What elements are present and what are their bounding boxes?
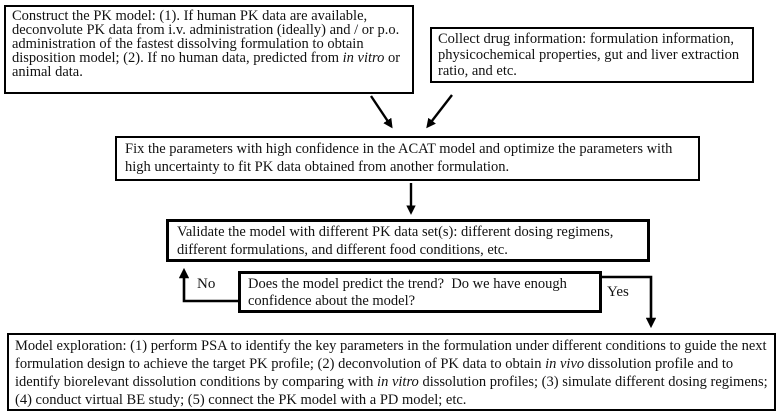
arrow-collect-to-fix [426, 94, 453, 129]
no-label: No [197, 276, 216, 293]
validate-model-box: Validate the model with different PK dat… [166, 219, 650, 262]
construct-pk-model-text: Construct the PK model: (1). If human PK… [12, 8, 404, 80]
validate-model-text: Validate the model with different PK dat… [177, 224, 617, 258]
yes-label: Yes [607, 284, 629, 301]
model-exploration-text: Model exploration: (1) perform PSA to id… [15, 338, 772, 408]
decision-box: Does the model predict the trend? Do we … [238, 271, 602, 313]
decision-text: Does the model predict the trend? Do we … [248, 276, 571, 309]
arrow-construct-to-fix [370, 95, 393, 129]
fix-parameters-box: Fix the parameters with high confidence … [115, 136, 700, 181]
model-exploration-box: Model exploration: (1) perform PSA to id… [7, 333, 776, 411]
collect-drug-info-box: Collect drug information: formulation in… [430, 27, 754, 83]
fix-parameters-text: Fix the parameters with high confidence … [125, 141, 676, 175]
collect-drug-info-text: Collect drug information: formulation in… [438, 31, 743, 79]
construct-pk-model-box: Construct the PK model: (1). If human PK… [4, 5, 414, 94]
